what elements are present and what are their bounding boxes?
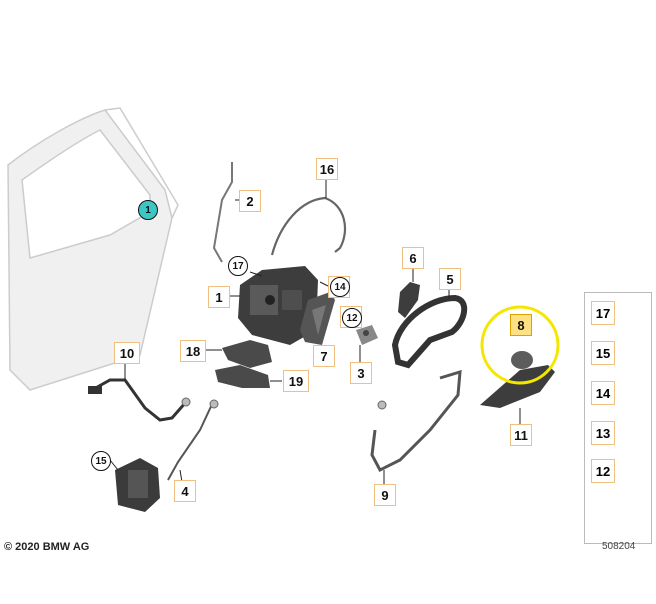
callout-11[interactable]: 11 (510, 424, 532, 446)
part-5-carrier (391, 294, 468, 369)
callout-19[interactable]: 19 (283, 370, 309, 392)
copyright-text: © 2020 BMW AG (4, 541, 90, 553)
part-8-cap (511, 351, 533, 369)
fastener-label: 15 (591, 341, 615, 365)
callout-1[interactable]: 1 (208, 286, 230, 308)
fastener-row-13[interactable]: 13 (585, 415, 651, 453)
callout-3[interactable]: 3 (350, 362, 372, 384)
fastener-row-12[interactable]: 12 (585, 453, 651, 491)
part-11-handle (480, 365, 555, 408)
fastener-label: 14 (591, 381, 615, 405)
part-12-clip (356, 325, 378, 345)
part-4-cable (167, 399, 215, 481)
callout-10[interactable]: 10 (114, 342, 140, 364)
fastener-label: 12 (591, 459, 615, 483)
callout-6[interactable]: 6 (402, 247, 424, 269)
diagram-number: 508204 (602, 541, 636, 552)
part-2-rod (212, 162, 233, 263)
part-15-latch (115, 458, 160, 512)
part-18 (222, 340, 272, 368)
callout-7[interactable]: 7 (313, 345, 335, 367)
part-6 (398, 282, 420, 318)
fastener-label: 17 (591, 301, 615, 325)
callout-circle-15[interactable]: 15 (91, 451, 111, 471)
callout-9[interactable]: 9 (374, 484, 396, 506)
fastener-row-15[interactable]: 15 (585, 335, 651, 373)
part-1-lock (238, 266, 318, 345)
callout-8[interactable]: 8 (510, 314, 532, 336)
part-9-cable (370, 369, 462, 472)
callout-circle-17[interactable]: 17 (228, 256, 248, 276)
callout-circle-12[interactable]: 12 (342, 308, 362, 328)
callout-circle-1[interactable]: 1 (138, 200, 158, 220)
callout-5[interactable]: 5 (439, 268, 461, 290)
callout-16[interactable]: 16 (316, 158, 338, 180)
part-10-cable (91, 378, 188, 422)
part-19 (215, 365, 270, 388)
part-16-cable (270, 196, 347, 256)
fastener-label: 13 (591, 421, 615, 445)
callout-circle-14[interactable]: 14 (330, 277, 350, 297)
callout-4[interactable]: 4 (174, 480, 196, 502)
callout-2[interactable]: 2 (239, 190, 261, 212)
fastener-row-17[interactable]: 17 (585, 295, 651, 333)
part-7-bracket (300, 292, 335, 345)
highlight-ring (480, 305, 560, 385)
callout-18[interactable]: 18 (180, 340, 206, 362)
fastener-panel: 17 15 14 13 12 (584, 292, 652, 544)
fastener-row-14[interactable]: 14 (585, 375, 651, 413)
